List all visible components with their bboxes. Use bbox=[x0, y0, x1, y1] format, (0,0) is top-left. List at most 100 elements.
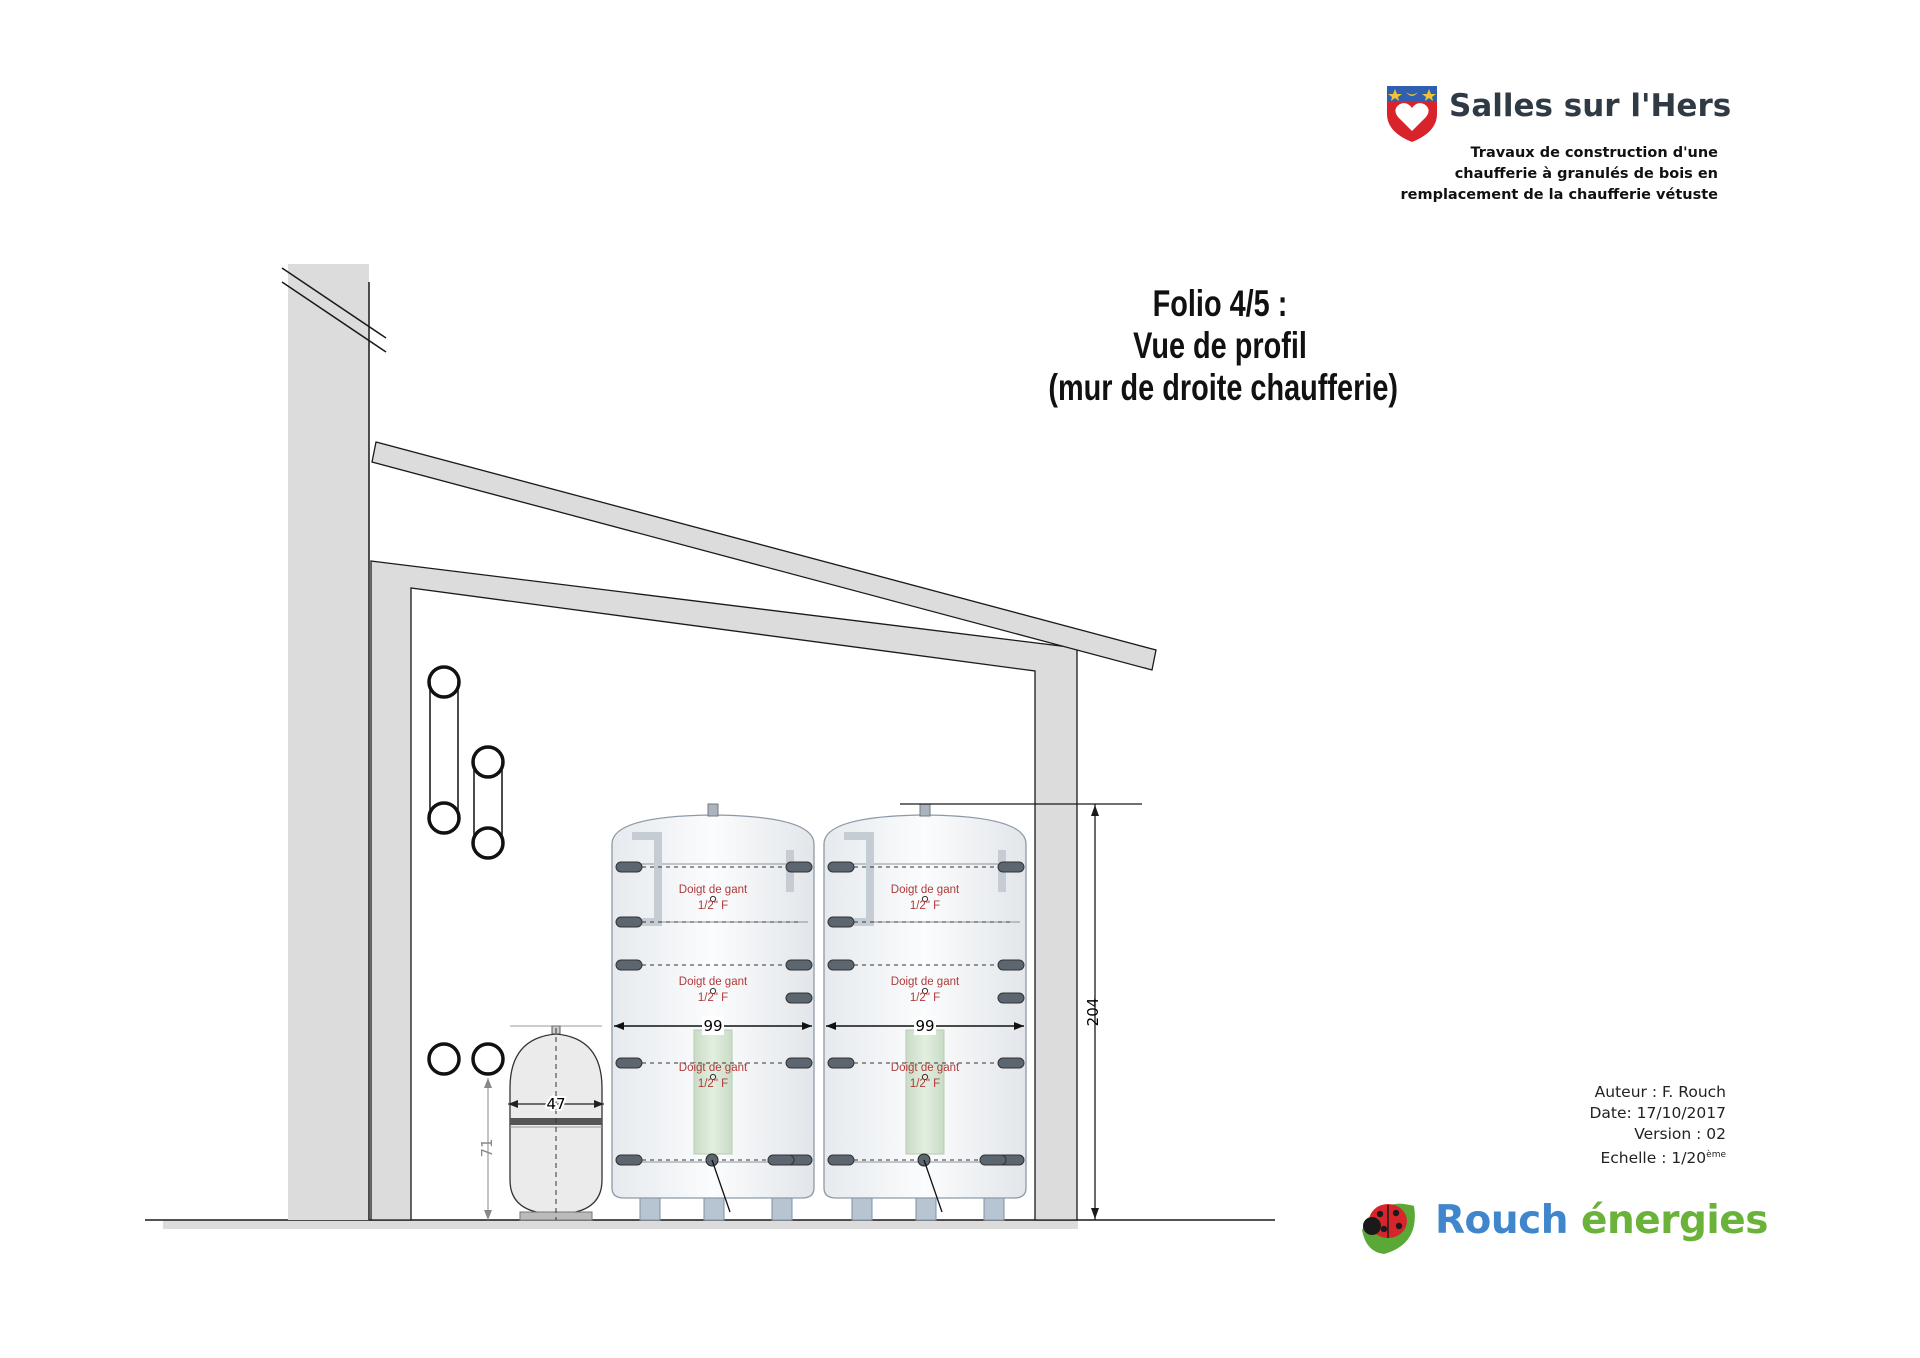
expansion-vessel bbox=[484, 1025, 604, 1221]
project-line: Travaux de construction d'une bbox=[1470, 145, 1719, 161]
tank-sensor-size: 1/2" F bbox=[698, 900, 728, 912]
dim-label-bg bbox=[702, 1016, 724, 1035]
tank-connector bbox=[979, 1154, 1007, 1166]
tank-connector bbox=[997, 992, 1025, 1004]
sensor-port bbox=[921, 1073, 929, 1081]
tank-foot bbox=[983, 1197, 1005, 1221]
tank-sensor-label: Doigt de gant bbox=[891, 976, 960, 988]
room-wall bbox=[370, 560, 1078, 1221]
tank-width-label: 99 bbox=[703, 1017, 722, 1035]
sensor-port bbox=[921, 895, 929, 903]
tank-connector bbox=[615, 959, 643, 971]
version: Version : 02 bbox=[1634, 1125, 1726, 1143]
tank-sensor-size: 1/2" F bbox=[910, 900, 940, 912]
drain-leader bbox=[923, 1159, 943, 1213]
pipe-circle bbox=[471, 1042, 505, 1076]
drawing-dimension-labels: 204 47 71 bbox=[478, 998, 1102, 1158]
brand-part-1: Rouch bbox=[1435, 1198, 1568, 1243]
tank-sensor-label: Doigt de gant bbox=[679, 1062, 748, 1074]
tank-connector bbox=[615, 861, 643, 873]
brand-name: Rouch énergies bbox=[1435, 1198, 1768, 1243]
tank-connector bbox=[827, 916, 855, 928]
buffer-tanks: Doigt de gant 1/2" F Doigt de gant 1/2" F Do… bbox=[611, 803, 1027, 1221]
tank-connector bbox=[827, 861, 855, 873]
dim-arrow bbox=[614, 1022, 624, 1030]
tank-sensor-label: Doigt de gant bbox=[891, 884, 960, 896]
buffer-tank-2: Doigt de gant 1/2" F Doigt de gant 1/2" F Do… bbox=[823, 803, 1027, 1221]
pipe-circle bbox=[471, 826, 505, 860]
tank-sensor-size: 1/2" F bbox=[910, 992, 940, 1004]
vessel-width-label: 47 bbox=[546, 1095, 565, 1113]
tank-connector bbox=[785, 959, 813, 971]
sensor-port bbox=[921, 987, 929, 995]
dim-label-bg bbox=[914, 1016, 936, 1035]
tank-connector bbox=[785, 861, 813, 873]
height-dimension bbox=[900, 803, 1142, 1220]
tank-connector bbox=[827, 1154, 855, 1166]
tank-top-port bbox=[919, 803, 931, 817]
flue-pipes bbox=[427, 665, 505, 1076]
dim-arrow bbox=[802, 1022, 812, 1030]
buffer-tank-1: Doigt de gant 1/2" F Doigt de gant 1/2" F Do… bbox=[611, 803, 815, 1221]
sensor-port bbox=[709, 895, 717, 903]
tank-connector bbox=[785, 992, 813, 1004]
pipe-circle bbox=[427, 801, 461, 835]
tank-connector bbox=[615, 916, 643, 928]
brand-part-2: énergies bbox=[1567, 1198, 1768, 1243]
municipality-crest-logo bbox=[1387, 86, 1437, 142]
project-line: chaufferie à granulés de bois en bbox=[1454, 166, 1718, 182]
organization-name: Salles sur l'Hers bbox=[1449, 88, 1732, 124]
scale-suffix: ème bbox=[1706, 1150, 1726, 1160]
drawing-metadata: Auteur : F. Rouch Date: 17/10/2017 Versi… bbox=[1500, 1082, 1726, 1169]
tank-connector bbox=[827, 1057, 855, 1069]
vessel-height-label: 71 bbox=[478, 1138, 496, 1157]
height-dimension-label: 204 bbox=[1084, 998, 1102, 1027]
sensor-port bbox=[709, 987, 717, 995]
project-line: remplacement de la chaufferie vétuste bbox=[1400, 187, 1718, 203]
tank-connector bbox=[827, 959, 855, 971]
author: Auteur : F. Rouch bbox=[1594, 1083, 1726, 1101]
tank-foot bbox=[703, 1197, 725, 1221]
sensor-port bbox=[709, 1073, 717, 1081]
tank-insulation-strip bbox=[905, 1029, 945, 1155]
tank-sensor-size: 1/2" F bbox=[698, 1078, 728, 1090]
ladybug-logo bbox=[1362, 1203, 1415, 1254]
tank-sensor-size: 1/2" F bbox=[698, 992, 728, 1004]
folio-number: Folio 4/5 : bbox=[1152, 283, 1288, 324]
scale-value: Echelle : 1/20 bbox=[1600, 1149, 1707, 1168]
tank-connector bbox=[615, 1057, 643, 1069]
tank-body bbox=[823, 814, 1027, 1199]
tank-connector bbox=[615, 1154, 643, 1166]
tank-sensor-label: Doigt de gant bbox=[679, 884, 748, 896]
dim-arrow bbox=[1014, 1022, 1024, 1030]
tank-sensor-label: Doigt de gant bbox=[679, 976, 748, 988]
tank-top-port bbox=[707, 803, 719, 817]
tank-body bbox=[611, 814, 815, 1199]
tank-sensor-label: Doigt de gant bbox=[891, 1062, 960, 1074]
tank-connector bbox=[785, 1057, 813, 1069]
scale: Echelle : 1/20ème bbox=[1500, 1145, 1726, 1169]
tank-connector bbox=[997, 959, 1025, 971]
view-title: Vue de profil bbox=[1133, 325, 1307, 366]
project-description: Travaux de construction d'une chaufferie… bbox=[1300, 143, 1718, 206]
pipe-circle bbox=[471, 745, 505, 779]
folio-title: Folio 4/5 : Vue de profil (mur de droite… bbox=[1048, 283, 1398, 409]
drain-leader bbox=[711, 1159, 731, 1213]
roof-plank bbox=[371, 441, 1157, 671]
date: Date: 17/10/2017 bbox=[1589, 1104, 1726, 1122]
ground bbox=[145, 1219, 1275, 1229]
tank-connector bbox=[997, 1057, 1025, 1069]
tank-foot bbox=[771, 1197, 793, 1221]
tank-sensor-size: 1/2" F bbox=[910, 1078, 940, 1090]
chimney bbox=[281, 264, 387, 1220]
pipe-circle bbox=[427, 1042, 461, 1076]
dim-arrow bbox=[826, 1022, 836, 1030]
tank-foot bbox=[915, 1197, 937, 1221]
tank-connector bbox=[767, 1154, 795, 1166]
tank-insulation-strip bbox=[693, 1029, 733, 1155]
tank-foot bbox=[851, 1197, 873, 1221]
view-subtitle: (mur de droite chaufferie) bbox=[1048, 367, 1398, 408]
tank-width-label: 99 bbox=[915, 1017, 934, 1035]
tank-connector bbox=[997, 861, 1025, 873]
